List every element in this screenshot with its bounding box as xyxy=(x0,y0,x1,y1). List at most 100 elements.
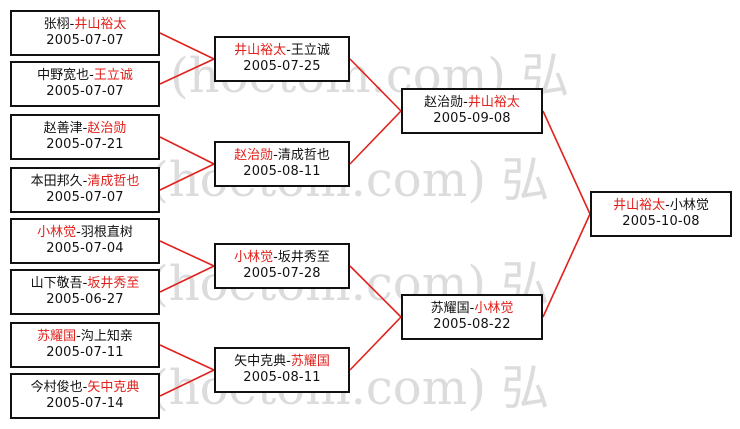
match-date: 2005-08-11 xyxy=(243,164,321,179)
match-players: 小林觉-坂井秀至 xyxy=(234,250,330,266)
match-players: 山下敬吾-坂井秀至 xyxy=(31,276,140,292)
player-name: 羽根直树 xyxy=(80,225,133,240)
player-name: 井山裕太 xyxy=(613,198,666,213)
player-name: 小林觉 xyxy=(37,225,77,240)
player-name: 坂井秀至 xyxy=(277,250,330,265)
match-date: 2005-09-08 xyxy=(433,111,511,126)
player-name: 小林觉 xyxy=(474,301,514,316)
separator: - xyxy=(82,380,88,395)
separator: - xyxy=(82,121,88,136)
separator: - xyxy=(469,301,475,316)
match-date: 2005-07-25 xyxy=(243,59,321,74)
bracket-connector xyxy=(159,32,215,60)
bracket-connector xyxy=(542,213,591,318)
separator: - xyxy=(273,148,278,163)
bracket-connector xyxy=(159,344,215,371)
bracket-connector xyxy=(159,136,215,165)
match-players: 井山裕太-小林觉 xyxy=(613,198,709,214)
match-date: 2005-07-04 xyxy=(46,241,124,256)
player-name: 清成哲也 xyxy=(277,148,330,163)
player-name: 坂井秀至 xyxy=(87,276,140,291)
player-name: 中野宽也 xyxy=(37,68,90,83)
match-players: 赵治勋-井山裕太 xyxy=(424,95,520,111)
separator: - xyxy=(665,198,670,213)
match-date: 2005-08-22 xyxy=(433,317,511,332)
player-name: 井山裕太 xyxy=(234,43,287,58)
match-players: 苏耀国-沟上知亲 xyxy=(37,329,133,345)
bracket-connector xyxy=(349,110,402,165)
player-name: 赵治勋 xyxy=(424,95,464,110)
bracket-connector xyxy=(159,240,215,267)
match-players: 井山裕太-王立诚 xyxy=(234,43,330,59)
player-name: 王立诚 xyxy=(290,43,330,58)
player-name: 苏耀国 xyxy=(290,354,330,369)
match-date: 2005-07-28 xyxy=(243,266,321,281)
bracket-connector xyxy=(542,110,591,215)
match-date: 2005-07-14 xyxy=(46,396,124,411)
match-date: 2005-10-08 xyxy=(622,214,700,229)
bracket-connector xyxy=(349,58,402,112)
bracket-connector xyxy=(349,316,402,371)
match-date: 2005-07-11 xyxy=(46,345,124,360)
player-name: 井山裕太 xyxy=(74,17,127,32)
match-players: 中野宽也-王立诚 xyxy=(37,68,133,84)
player-name: 矢中克典 xyxy=(87,380,140,395)
separator: - xyxy=(273,250,278,265)
separator: - xyxy=(76,329,81,344)
match-players: 赵善津-赵治勋 xyxy=(44,121,127,137)
player-name: 张栩 xyxy=(43,17,70,32)
match-players: 小林觉-羽根直树 xyxy=(37,225,133,241)
separator: - xyxy=(76,225,81,240)
match-date: 2005-07-07 xyxy=(46,33,124,48)
match-players: 赵治勋-清成哲也 xyxy=(234,148,330,164)
separator: - xyxy=(463,95,468,110)
player-name: 矢中克典 xyxy=(234,354,287,369)
match-players: 矢中克典-苏耀国 xyxy=(234,354,330,370)
player-name: 苏耀国 xyxy=(37,329,77,344)
player-name: 小林觉 xyxy=(234,250,274,265)
player-name: 王立诚 xyxy=(93,68,133,83)
player-name: 沟上知亲 xyxy=(80,329,133,344)
match-players: 张栩-井山裕太 xyxy=(44,17,127,33)
player-name: 山下敬吾 xyxy=(30,276,83,291)
match-date: 2005-07-21 xyxy=(46,137,124,152)
separator: - xyxy=(89,68,94,83)
match-players: 苏耀国-小林觉 xyxy=(431,301,514,317)
match-players: 本田邦久-清成哲也 xyxy=(31,174,140,190)
player-name: 苏耀国 xyxy=(430,301,470,316)
player-name: 小林觉 xyxy=(669,198,709,213)
player-name: 井山裕太 xyxy=(467,95,520,110)
bracket-connector xyxy=(159,369,215,397)
bracket-connector xyxy=(349,265,402,318)
player-name: 赵治勋 xyxy=(234,148,274,163)
match-date: 2005-06-27 xyxy=(46,292,124,307)
bracket-connector xyxy=(159,265,215,293)
match-players: 今村俊也-矢中克典 xyxy=(31,380,140,396)
match-date: 2005-08-11 xyxy=(243,370,321,385)
separator: - xyxy=(82,276,88,291)
bracket-connector xyxy=(159,163,215,191)
player-name: 赵善津 xyxy=(43,121,83,136)
separator: - xyxy=(82,174,88,189)
bracket-connector xyxy=(159,58,215,85)
separator: - xyxy=(69,17,75,32)
match-date: 2005-07-07 xyxy=(46,190,124,205)
player-name: 赵治勋 xyxy=(87,121,127,136)
separator: - xyxy=(286,354,291,369)
